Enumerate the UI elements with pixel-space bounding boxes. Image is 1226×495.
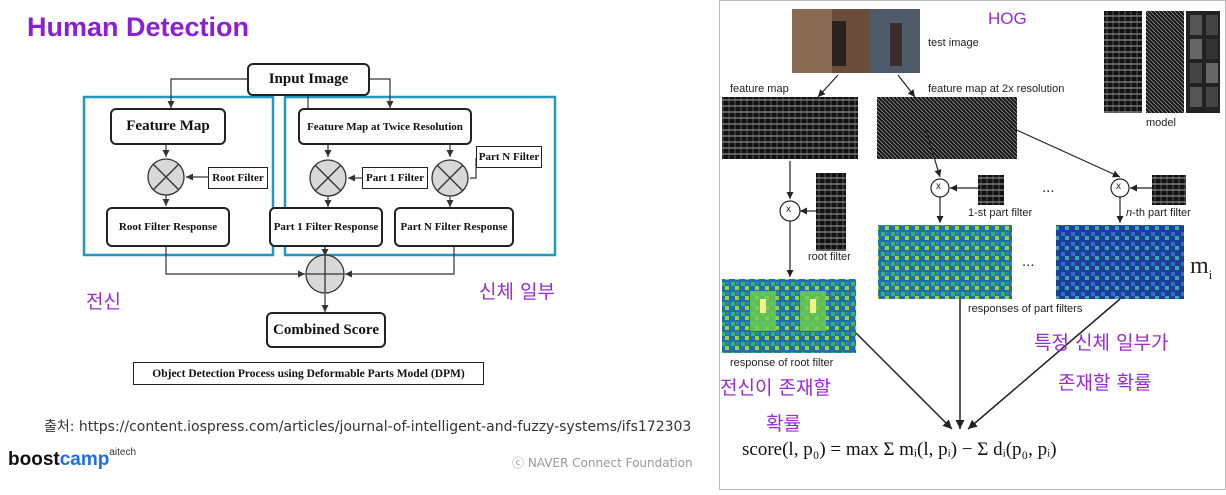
label-whole-body: 전신: [86, 291, 121, 313]
model-label: model: [1146, 117, 1176, 129]
part1-response-box: Part 1 Filter Response: [269, 207, 383, 247]
m-i-label: mi: [1190, 253, 1212, 283]
multiply-circle-root: [147, 158, 185, 196]
partn-filter-label: n-th part filter: [1126, 207, 1191, 219]
partN-filter-box: Part N Filter: [476, 146, 542, 168]
m-letter: m: [1190, 253, 1209, 279]
annot-part-line1: 특정 신체 일부가: [1034, 332, 1169, 354]
root-response-box: Root Filter Response: [106, 207, 230, 247]
label-body-parts: 신체 일부: [479, 281, 555, 303]
partn-n: n: [1126, 207, 1133, 219]
hog-label: HOG: [988, 9, 1027, 28]
source-citation: 출처: https://content.iospress.com/article…: [44, 419, 692, 435]
part1-filter-label: 1-st part filter: [968, 207, 1033, 219]
feature-map-2x-label: feature map at 2x resolution: [928, 83, 1065, 95]
root-filter-label: root filter: [808, 251, 851, 263]
ellipsis-mid: ...: [1022, 253, 1035, 270]
responses-parts-label: responses of part filters: [968, 303, 1083, 315]
partn-rest: -th part filter: [1132, 207, 1191, 219]
m-sub: i: [1208, 266, 1213, 282]
plus-circle: [305, 254, 345, 294]
copyright: ⓒ NAVER Connect Foundation: [512, 456, 693, 470]
response-root-label: response of root filter: [730, 357, 834, 369]
multiply-symbol-part1: x: [936, 181, 941, 192]
hog-figure-graphics: [722, 9, 1220, 430]
feature-map-label: feature map: [730, 83, 789, 95]
feature-map-2x-box: Feature Map at Twice Resolution: [298, 108, 472, 145]
logo-text-main: boost: [8, 449, 60, 470]
boostcamp-logo: boostcampaitech: [8, 447, 137, 471]
input-image-box: Input Image: [247, 63, 370, 96]
annot-whole-line2: 확률: [766, 413, 801, 435]
feature-map-box: Feature Map: [110, 108, 226, 145]
root-filter-box: Root Filter: [208, 167, 268, 189]
multiply-symbol-root: x: [786, 204, 791, 215]
score-formula: score(l, p₀) = max Σ mᵢ(l, pᵢ) − Σ dᵢ(p₀…: [742, 439, 1057, 460]
logo-text-accent: camp: [59, 449, 110, 470]
dpm-connectors: [82, 78, 557, 312]
annot-whole-line1: 전신이 존재할: [720, 377, 831, 399]
multiply-circle-part1: [309, 159, 347, 197]
logo-sup: aitech: [109, 447, 137, 458]
test-image-label: test image: [928, 37, 979, 49]
multiply-circle-partN: [431, 159, 469, 197]
dpm-caption: Object Detection Process using Deformabl…: [133, 362, 484, 385]
slide-title: Human Detection: [27, 12, 250, 42]
annot-part-line2: 존재할 확률: [1058, 372, 1152, 394]
hog-figure-panel: HOG test image model feature map feature…: [719, 0, 1226, 490]
combined-score-box: Combined Score: [266, 312, 386, 348]
part1-filter-box: Part 1 Filter: [362, 167, 428, 189]
multiply-symbol-partn: x: [1116, 181, 1121, 192]
ellipsis-top: ...: [1042, 179, 1055, 196]
partN-response-box: Part N Filter Response: [394, 207, 514, 247]
